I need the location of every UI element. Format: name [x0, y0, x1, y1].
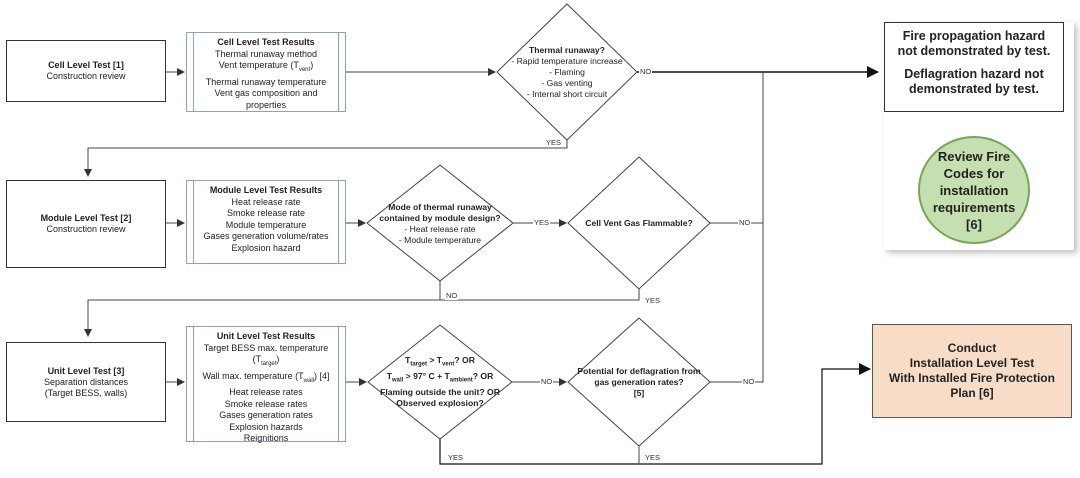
label-yes: YES [644, 296, 662, 305]
conduct-line: Conduct [947, 341, 997, 355]
module-decision-title: contained by module design? [379, 213, 501, 223]
unit-results-item: Target BESS max. temperature [203, 342, 329, 353]
outcome-line: Fire propagation hazard [902, 29, 1046, 43]
unit-decision-line: Twall > 97° C + Tambient? OR [386, 371, 494, 384]
module-test-title: Module Level Test [2] [40, 213, 132, 223]
module-decision-title: Mode of thermal runaway [388, 202, 492, 212]
unit-decision-text: Ttarget > Tvent? OR Twall > 97° C + Tamb… [372, 355, 508, 408]
unit-test-title: Unit Level Test [3] [47, 365, 125, 376]
conduct-line: Installation Level Test [909, 356, 1035, 370]
conduct-line: Plan [6] [950, 386, 994, 400]
module-results-item: Explosion hazard [231, 242, 301, 253]
module-results-item: Heat release rate [231, 196, 301, 207]
cell-results-item: Thermal runaway method [214, 48, 318, 59]
outcome-line: not demonstrated by test. [897, 44, 1051, 58]
label-yes: YES [545, 138, 563, 147]
unit-results-item: Smoke release rates [224, 398, 308, 409]
cell-level-test-box: Cell Level Test [1] Construction review [6, 40, 166, 102]
unit-results-item: Explosion hazards [229, 421, 303, 432]
thermal-runaway-item: - Rapid temperature increase [511, 55, 623, 66]
cell-results-title: Cell Level Test Results [217, 37, 315, 47]
label-no: NO [738, 218, 752, 227]
cell-test-title: Cell Level Test [1] [48, 60, 124, 70]
unit-results-item: Heat release rates [229, 386, 303, 397]
unit-decision-line: Flaming outside the unit? OR [380, 386, 500, 397]
thermal-runaway-item: - Gas venting [541, 77, 593, 88]
review-fire-codes-circle: Review Fire Codes for installation requi… [918, 136, 1030, 244]
unit-level-test-box: Unit Level Test [3] Separation distances… [6, 342, 166, 422]
label-no: NO [540, 377, 554, 386]
unit-results-item: (Ttarget) [252, 354, 280, 367]
label-yes: YES [447, 453, 465, 462]
review-fire-codes-text: Review Fire Codes for installation requi… [932, 148, 1016, 232]
label-yes: YES [533, 218, 551, 227]
cell-results-item: properties [245, 99, 287, 110]
unit-results-box: Unit Level Test Results Target BESS max.… [186, 326, 346, 444]
module-results-item: Module temperature [225, 219, 307, 230]
deflagration-line: [5] [633, 387, 645, 398]
unit-decision-line: Observed explosion? [396, 397, 484, 408]
deflagration-line: Potential for deflagration from [577, 365, 701, 376]
module-decision-item: - Module temperature [398, 235, 482, 245]
thermal-runaway-item: - Flaming [549, 66, 585, 77]
label-yes: YES [644, 453, 662, 462]
module-test-sub: Construction review [46, 224, 126, 234]
module-level-test-box: Module Level Test [2] Construction revie… [6, 180, 166, 268]
module-results-item: Smoke release rate [226, 208, 306, 219]
label-no: NO [742, 377, 756, 386]
label-no: NO [639, 67, 653, 76]
unit-results-title: Unit Level Test Results [216, 331, 316, 341]
module-results-box: Module Level Test Results Heat release r… [186, 180, 346, 264]
unit-results-item: Wall max. temperature (Twall) [4] [202, 370, 330, 384]
module-results-title: Module Level Test Results [209, 185, 323, 195]
module-results-item: Gases generation volume/rates [203, 231, 329, 242]
conduct-line: With Installed Fire Protection [889, 371, 1055, 385]
flammable-title: Cell Vent Gas Flammable? [585, 217, 693, 228]
cell-test-sub: Construction review [46, 71, 126, 81]
unit-decision-line: Ttarget > Tvent? OR [405, 355, 475, 368]
deflagration-line: gas generation rates? [594, 376, 684, 387]
flammable-text: Cell Vent Gas Flammable? [570, 214, 708, 232]
module-decision-item: - Heat release rate [404, 224, 476, 234]
conduct-installation-test-box: Conduct Installation Level Test With Ins… [872, 324, 1072, 418]
thermal-runaway-item: - Internal short circuit [526, 88, 608, 99]
hazard-not-demonstrated-box: Fire propagation hazard not demonstrated… [884, 22, 1064, 112]
unit-results-item: Reignitions [243, 433, 289, 444]
outcome-line: Deflagration hazard not [904, 67, 1044, 81]
unit-results-item: Gases generation rates [219, 410, 313, 421]
cell-results-item: Thermal runaway temperature [205, 76, 327, 87]
module-decision-text: Mode of thermal runaway contained by mod… [370, 198, 510, 250]
cell-results-box: Cell Level Test Results Thermal runaway … [186, 32, 346, 112]
thermal-runaway-title: Thermal runaway? [529, 44, 605, 55]
unit-test-sub: (Target BESS, walls) [44, 387, 128, 398]
unit-test-sub: Separation distances [43, 376, 129, 387]
deflagration-text: Potential for deflagration from gas gene… [572, 362, 706, 402]
thermal-runaway-text: Thermal runaway? - Rapid temperature inc… [497, 36, 637, 108]
label-no: NO [445, 291, 459, 300]
cell-results-item: Vent temperature (Tvent) [218, 60, 314, 73]
outcome-line: demonstrated by test. [909, 82, 1039, 96]
cell-results-item: Vent gas composition and [214, 88, 318, 99]
